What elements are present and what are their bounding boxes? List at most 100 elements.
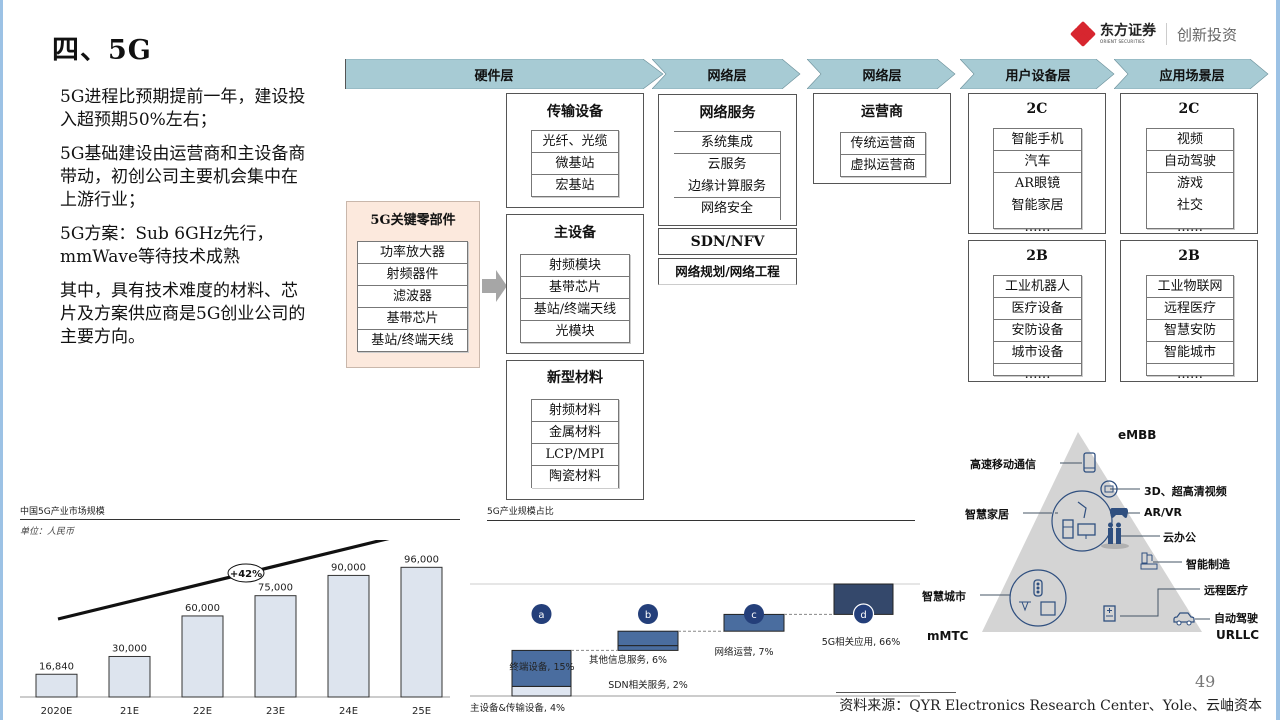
application-item: 智慧安防 [1147, 320, 1233, 342]
smartphone-icon [1083, 452, 1096, 473]
bar-value-label: 75,000 [258, 583, 293, 594]
key-parts-box: 5G关键零部件 功率放大器 射频器件 滤波器 基带芯片 基站/终端天线 [346, 201, 480, 368]
new-material-item: 金属材料 [532, 422, 618, 444]
usage-scenario-triangle: eMBB mMTC URLLC 高速移动通信 3D、超高清视频 AR/VR 云办… [910, 420, 1280, 650]
application-item: 工业物联网 [1147, 276, 1233, 298]
group-badge [744, 604, 764, 624]
more-indicator: …… [1147, 217, 1233, 235]
application-item: 社交 [1176, 198, 1203, 213]
source-note: 资料来源：QYR Electronics Research Center、Yol… [839, 698, 1262, 714]
user-device-item: 智能手机 [994, 129, 1081, 151]
transport-item: 宏基站 [532, 175, 618, 197]
group-badge [531, 604, 552, 624]
application-item: 游戏 [1176, 176, 1203, 191]
car-icon [1173, 612, 1195, 626]
bar [254, 595, 297, 698]
bar-value-label: 30,000 [112, 643, 147, 654]
transport-equipment-box: 传输设备 光纤、光缆 微基站 宏基站 [506, 93, 644, 208]
group-badge-label: b [645, 610, 651, 621]
main-equipment-box: 主设备 射频模块 基带芯片 基站/终端天线 光模块 [506, 214, 644, 354]
bar-value-label: 16,840 [39, 661, 74, 672]
scenario-label: 智能制造 [1186, 558, 1230, 571]
network-service-item: 系统集成 [674, 132, 780, 154]
page-title: 四、5G [52, 35, 152, 66]
layer-band-network-2: 网络层 [807, 59, 957, 89]
scenario-label: 智慧家居 [965, 508, 1009, 521]
scenario-label: 高速移动通信 [970, 458, 1036, 471]
scenario-label: 自动驾驶 [1214, 612, 1258, 625]
smart-home-icon [1062, 501, 1096, 539]
layer-label: 网络层 [707, 69, 747, 84]
brand-logo: 东方证券 ORIENT SECURITIES 创新投资 [1069, 20, 1238, 48]
video-icon [1100, 480, 1118, 498]
logo-divider [1166, 23, 1167, 45]
user-devices-2c-box: 2C 智能手机 汽车 AR眼镜 智能家居 …… [968, 93, 1106, 235]
cloud-office-icon [1101, 522, 1129, 549]
layer-band-applications: 应用场景层 [1114, 59, 1270, 89]
new-materials-box: 新型材料 射频材料 金属材料 LCP/MPI 陶瓷材料 [506, 360, 644, 500]
chart-title: 中国5G产业市场规模 [20, 507, 105, 517]
logo-name-cn: 东方证券 [1100, 23, 1156, 39]
operators-title: 运营商 [861, 104, 903, 120]
network-planning-box: 网络规划/网络工程 [658, 258, 797, 285]
application-item: 视频 [1147, 129, 1233, 151]
user-device-item: 城市设备 [994, 342, 1081, 364]
market-size-chart-header: 中国5G产业市场规模 单位：人民币 [20, 504, 460, 537]
segment-label: SDN相关服务, 2% [608, 679, 688, 691]
medical-icon [1103, 605, 1116, 622]
application-item: 自动驾驶 [1147, 151, 1233, 173]
main-equipment-item: 基带芯片 [521, 277, 629, 299]
application-item: 远程医疗 [1147, 298, 1233, 320]
bullet-item: 其中，具有技术难度的材料、芯片及方案供应商是5G创业公司的主要方向。 [60, 281, 306, 347]
waterfall-segment [511, 649, 572, 687]
layer-label: 用户设备层 [1005, 69, 1071, 84]
segment-label: 主设备&传输设备, 4% [470, 702, 565, 714]
network-service-item: 网络安全 [700, 201, 753, 216]
manufacturing-icon [1140, 552, 1158, 570]
key-part-item: 基带芯片 [358, 308, 467, 330]
network-service-item: 云服务 [707, 157, 747, 172]
user-device-item: 安防设备 [994, 320, 1081, 342]
x-tick-label: 21E [120, 706, 139, 717]
operator-item: 传统运营商 [841, 133, 925, 155]
key-part-item: 基站/终端天线 [358, 330, 467, 352]
operator-item: 虚拟运营商 [841, 155, 925, 177]
logo-slogan: 创新投资 [1177, 25, 1238, 44]
user-device-item: 智能家居 [1011, 198, 1064, 213]
network-services-box: 网络服务 系统集成 云服务 边缘计算服务 网络安全 [658, 94, 797, 226]
triangle-shape [980, 432, 1210, 632]
triangle-right-label: URLLC [1216, 628, 1260, 642]
industry-share-chart-header: 5G产业规模占比 [487, 504, 915, 521]
more-indicator: …… [994, 217, 1081, 235]
user-devices-2b-box: 2B 工业机器人 医疗设备 安防设备 城市设备 …… [968, 240, 1106, 382]
transport-item: 光纤、光缆 [532, 131, 618, 153]
bullet-item: 5G进程比预期提前一年，建设投入超预期50%左右； [60, 87, 306, 130]
scenario-label: 云办公 [1163, 531, 1196, 544]
smart-city-icon [1019, 579, 1056, 616]
bar [400, 566, 443, 698]
chart-subtitle: 单位：人民币 [20, 527, 75, 537]
logo-mark-icon [1069, 20, 1097, 48]
segment-label: 终端设备, 15% [509, 661, 574, 673]
user-devices-2b-title: 2B [1026, 248, 1048, 264]
user-devices-2c-title: 2C [1026, 101, 1048, 117]
bar [108, 655, 151, 698]
main-equipment-item: 光模块 [521, 321, 629, 343]
application-item: 智能城市 [1147, 342, 1233, 364]
chart-title-rule [20, 519, 460, 520]
triangle-left-label: mMTC [927, 629, 969, 643]
x-tick-label: 22E [193, 706, 212, 717]
bar [181, 615, 224, 698]
right-edge [1276, 0, 1280, 720]
bullet-list: 5G进程比预期提前一年，建设投入超预期50%左右； 5G基础建设由运营商和主设备… [60, 86, 310, 360]
layer-label: 应用场景层 [1159, 69, 1225, 84]
key-part-item: 功率放大器 [358, 242, 467, 264]
group-badge-label: c [751, 610, 757, 621]
bullet-item: 5G基础建设由运营商和主设备商带动，初创公司主要机会集中在上游行业； [60, 144, 306, 210]
bar [327, 574, 370, 698]
flow-arrow-icon [482, 270, 507, 302]
network-services-title: 网络服务 [699, 105, 756, 121]
layer-label: 硬件层 [474, 69, 514, 84]
operators-box: 运营商 传统运营商 虚拟运营商 [813, 93, 951, 184]
bullet-item: 5G方案：Sub 6GHz先行，mmWave等待技术成熟 [60, 224, 274, 267]
